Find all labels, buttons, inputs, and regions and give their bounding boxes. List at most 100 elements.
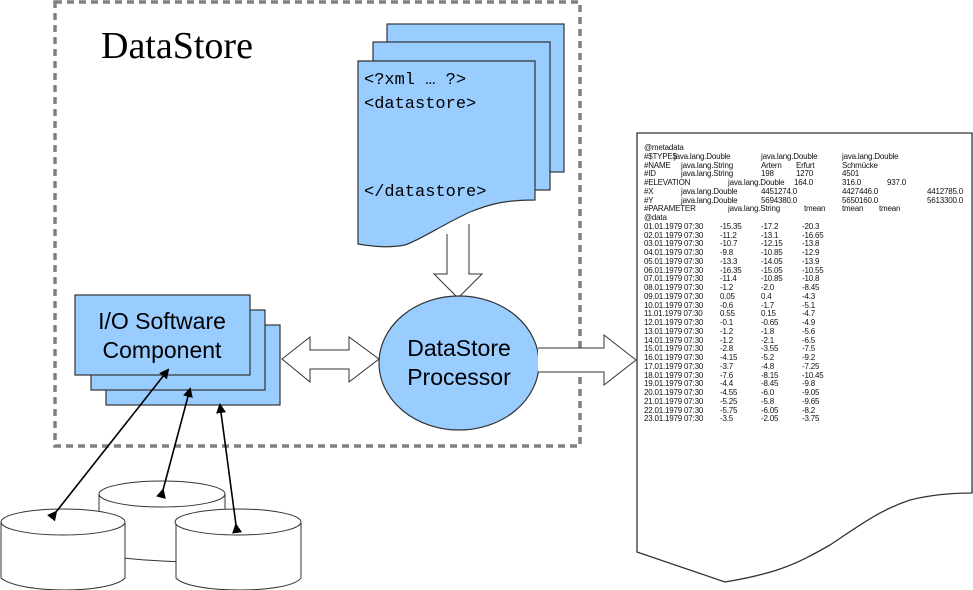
metadata-value: 5650160.0 [842, 195, 879, 205]
data-value: -13.8 [802, 239, 820, 249]
data-value: -5.2 [761, 353, 774, 362]
metadata-key: #PARAMETER [644, 204, 696, 214]
data-timestamp: 04.01.1979 07:30 [644, 248, 704, 257]
data-value: -8.45 [802, 283, 820, 292]
data-value: -2.0 [761, 283, 774, 292]
metadata-type: java.lang.String [681, 160, 733, 170]
data-value: -10.85 [761, 248, 783, 257]
data-value: -3.7 [720, 361, 733, 371]
xml-line-open-tag: <datastore> [364, 95, 476, 114]
data-value: -4.55 [720, 388, 738, 397]
metadata-tag-line: @metadata [644, 143, 969, 153]
data-value: -13.9 [802, 256, 820, 266]
data-value: -10.8 [802, 274, 820, 284]
data-value: 0.55 [720, 309, 735, 319]
data-value: -1.8 [761, 326, 774, 336]
connector-arrow-middle-db [156, 387, 193, 500]
data-timestamp: 23.01.1979 07:30 [644, 414, 704, 424]
data-timestamp: 10.01.1979 07:30 [644, 300, 704, 310]
data-row: 23.01.1979 07:30-3.5-2.05-3.75 [644, 414, 969, 424]
data-value: -0.6 [720, 300, 733, 310]
data-row: 13.01.1979 07:30-1.2-1.8-5.6 [644, 326, 969, 337]
connector-arrow-left-db [47, 368, 170, 522]
data-value: -1.2 [720, 335, 733, 345]
data-value: -10.45 [802, 370, 824, 380]
metadata-value: Erfurt [796, 160, 815, 170]
data-timestamp: 02.01.1979 07:30 [644, 230, 704, 240]
data-row: 04.01.1979 07:30-9.8-10.85-12.9 [644, 248, 969, 258]
data-value: -4.7 [802, 309, 815, 319]
data-timestamp: 20.01.1979 07:30 [644, 388, 704, 397]
data-value: -9.2 [802, 353, 815, 362]
io-component-stack: I/O Software Component [74, 294, 281, 406]
data-value: -9.8 [720, 248, 733, 257]
data-row: 22.01.1979 07:30-5.75-6.05-8.2 [644, 406, 969, 416]
data-value: -6.5 [802, 335, 815, 345]
data-value: -17.2 [761, 221, 779, 231]
metadata-value: 5613300.0 [927, 195, 964, 205]
data-timestamp: 01.01.1979 07:30 [644, 221, 704, 231]
data-row: 05.01.1979 07:30-13.3-14.05-13.9 [644, 256, 969, 267]
data-value: 0.05 [720, 291, 735, 301]
data-value: -8.45 [761, 379, 779, 389]
data-row: 07.01.1979 07:30-11.4-10.85-10.8 [644, 274, 969, 284]
data-value: -4.9 [802, 318, 815, 327]
data-value: -2.1 [761, 335, 774, 345]
data-value: 0.4 [761, 291, 772, 301]
metadata-type: java.lang.Double [681, 186, 738, 196]
metadata-value: 937.0 [887, 178, 907, 187]
datastore-boundary [53, 0, 582, 448]
output-file-document [636, 132, 973, 583]
data-value: -3.5 [720, 414, 733, 424]
data-timestamp: 03.01.1979 07:30 [644, 239, 704, 249]
data-value: -4.15 [720, 353, 738, 362]
metadata-type: java.lang.Double [674, 151, 731, 161]
data-value: -16.65 [802, 230, 824, 240]
metadata-value: tmean [879, 204, 901, 214]
connector-arrow-right-db [216, 403, 243, 534]
data-value: -20.3 [802, 221, 820, 231]
data-row: 19.01.1979 07:30-4.4-8.45-9.8 [644, 379, 969, 389]
database-cylinder-left [0, 508, 126, 590]
metadata-type: java.lang.String [728, 204, 780, 214]
data-value: -10.85 [761, 274, 783, 284]
io-processor-double-arrow [281, 335, 380, 384]
metadata-key: #NAME [644, 160, 671, 170]
metadata-value: java.lang.Double [761, 151, 818, 161]
data-value: -7.6 [720, 370, 733, 380]
data-value: -9.65 [802, 396, 820, 406]
data-timestamp: 11.01.1979 07:30 [644, 309, 703, 319]
data-value: -9.8 [802, 379, 815, 389]
data-row: 12.01.1979 07:30-0.1-0.65-4.9 [644, 318, 969, 328]
data-value: -5.25 [720, 396, 738, 406]
data-value: -8.15 [761, 370, 779, 380]
io-component-label-line2: Component [103, 337, 223, 363]
metadata-value: java.lang.Double [842, 151, 899, 161]
data-value: -0.65 [761, 318, 779, 327]
data-value: -14.05 [761, 256, 783, 266]
metadata-type: java.lang.String [681, 169, 733, 179]
data-row: 08.01.1979 07:30-1.2-2.0-8.45 [644, 283, 969, 293]
data-tag: @data [644, 213, 667, 222]
io-component-label-line1: I/O Software [98, 308, 226, 334]
metadata-value: tmean [804, 204, 826, 214]
metadata-key: #Y [644, 195, 654, 205]
data-value: -13.3 [720, 256, 738, 266]
data-value: -7.5 [802, 344, 815, 354]
data-row: 21.01.1979 07:30-5.25-5.8-9.65 [644, 396, 969, 407]
data-value: -5.8 [761, 396, 774, 406]
metadata-value: Artern [761, 160, 782, 170]
data-value: -10.7 [720, 239, 738, 249]
data-value: -15.05 [761, 265, 783, 275]
io-component-front [74, 294, 251, 376]
data-row: 14.01.1979 07:30-1.2-2.1-6.5 [644, 335, 969, 346]
